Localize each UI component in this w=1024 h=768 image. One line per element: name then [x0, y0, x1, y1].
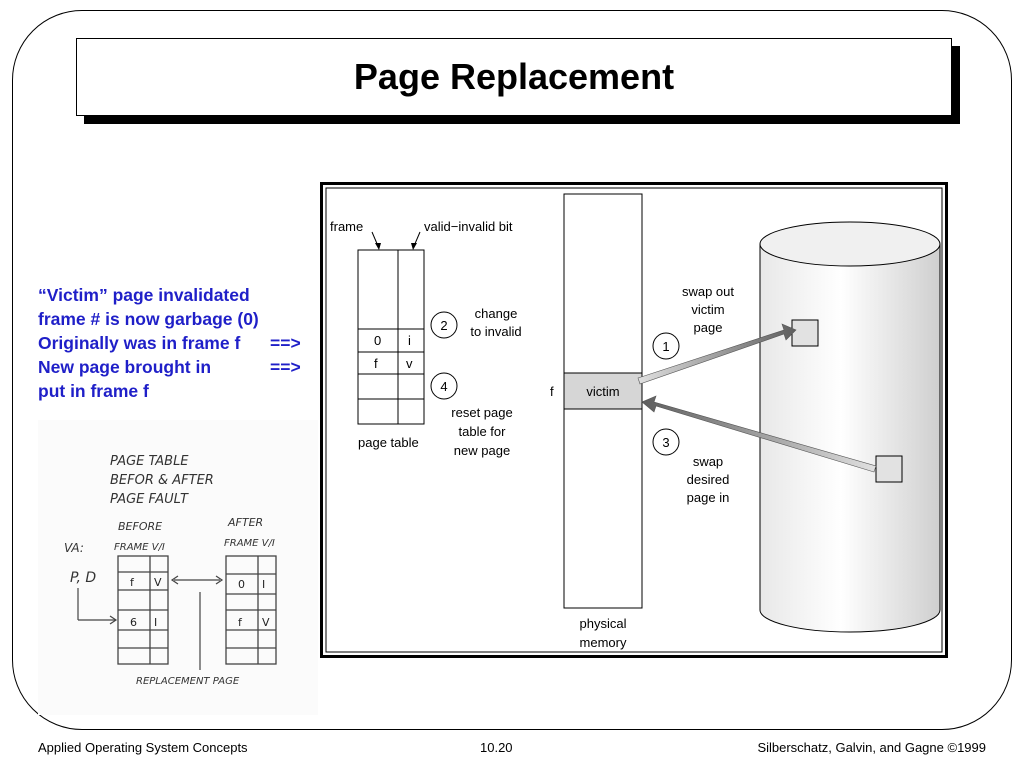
sketch-pd-label: P, D	[70, 570, 96, 586]
note-line-1: “Victim” page invalidated	[38, 285, 250, 305]
note-line-3: Originally was in frame f ==>	[38, 331, 328, 355]
pt-row1-frame: 0	[374, 333, 381, 348]
step-3-text-1: swap	[693, 454, 723, 469]
sketch-before-label: BEFORE	[118, 520, 162, 533]
note-line-4-text: New page brought in	[38, 357, 212, 377]
sketch-after-table	[225, 555, 277, 665]
pt-row2-bit: v	[406, 356, 413, 371]
sketch-background	[38, 420, 318, 715]
victim-label: victim	[586, 384, 619, 399]
footer-slide-number: 10.20	[480, 740, 513, 755]
physical-memory-label-2: memory	[580, 635, 627, 650]
sketch-after-r2-frame: f	[238, 616, 243, 629]
sketch-before-table	[117, 555, 169, 665]
sketch-after-cols: FRAME V/I	[224, 538, 275, 549]
step-2-circle	[430, 311, 458, 339]
page-replacement-diagram: frame valid−invalid bit 0 i f v page tab…	[320, 182, 948, 658]
sketch-after-r1-frame: 0	[238, 578, 245, 591]
label-valid-invalid: valid−invalid bit	[424, 219, 513, 234]
disk-victim-block	[791, 319, 819, 347]
sketch-va-arrowhead	[109, 615, 118, 625]
sketch-arrowhead-left	[170, 575, 179, 585]
step-4-text-3: new page	[454, 443, 510, 458]
sketch-arrowhead-right	[215, 575, 224, 585]
footer-copyright: Silberschatz, Galvin, and Gagne ©1999	[757, 740, 986, 755]
sketch-after-r1-bit: I	[262, 578, 265, 591]
step-3-number: 3	[662, 435, 669, 450]
frame-f-label: f	[550, 384, 554, 399]
disk-desired-block	[875, 455, 903, 483]
sketch-replacement-label: REPLACEMENT PAGE	[136, 676, 240, 687]
slide-title: Page Replacement	[353, 56, 675, 97]
swap-in-arrow	[641, 395, 877, 473]
step-2-text-1: change	[475, 306, 518, 321]
step-1-text-1: swap out	[682, 284, 734, 299]
sketch-line-2: BEFOR & AFTER	[110, 473, 214, 488]
step-4-text-2: table for	[459, 424, 507, 439]
sketch-before-r1-bit: V	[154, 576, 162, 589]
page-table	[357, 249, 425, 425]
sketch-after-r2-bit: V	[262, 616, 270, 629]
sketch-before-r2-bit: I	[154, 616, 157, 629]
note-line-3-text: Originally was in frame f	[38, 333, 241, 353]
label-frame: frame	[330, 219, 363, 234]
handwritten-sketch: PAGE TABLE BEFOR & AFTER PAGE FAULT BEFO…	[38, 420, 318, 715]
disk-cylinder-top	[759, 221, 941, 267]
step-3-circle	[652, 428, 680, 456]
note-line-5: put in frame f	[38, 381, 149, 401]
step-2-text-2: to invalid	[470, 324, 521, 339]
sketch-after-label: AFTER	[227, 516, 263, 529]
slide-frame	[12, 10, 1012, 730]
sketch-line-3: PAGE FAULT	[110, 492, 189, 507]
sketch-va-label: VA:	[64, 541, 84, 555]
pt-row1-bit: i	[408, 333, 411, 348]
step-1-circle	[652, 332, 680, 360]
frame-pointer-head	[375, 243, 381, 250]
swap-out-arrow	[637, 323, 797, 385]
title-box: Page Replacement	[76, 38, 952, 116]
step-4-circle	[430, 372, 458, 400]
sketch-line-1: PAGE TABLE	[110, 454, 189, 469]
step-4-number: 4	[440, 379, 447, 394]
bit-pointer-head	[411, 243, 417, 250]
note-line-4: New page brought in ==>	[38, 355, 328, 379]
footer-course: Applied Operating System Concepts	[38, 740, 248, 755]
step-4-text-1: reset page	[451, 405, 512, 420]
step-1-text-2: victim	[691, 302, 724, 317]
sketch-before-cols: FRAME V/I	[114, 542, 165, 553]
sketch-before-r2-frame: 6	[130, 616, 137, 629]
step-1-text-3: page	[694, 320, 723, 335]
victim-frame	[563, 372, 643, 410]
diagram-inner-border	[325, 187, 943, 653]
physical-memory-label-1: physical	[580, 616, 627, 631]
step-3-text-3: page in	[687, 490, 730, 505]
step-3-text-2: desired	[687, 472, 730, 487]
page-table-label: page table	[358, 435, 419, 450]
note-line-2: frame # is now garbage (0)	[38, 309, 259, 329]
disk-cylinder-body	[759, 244, 941, 633]
pt-row2-frame: f	[374, 356, 378, 371]
note-arrow-4: ==>	[270, 357, 301, 377]
sketch-before-r1-frame: f	[130, 576, 135, 589]
explanation-notes: “Victim” page invalidated frame # is now…	[38, 283, 328, 403]
step-1-number: 1	[662, 339, 669, 354]
note-arrow-3: ==>	[270, 333, 301, 353]
step-2-number: 2	[440, 318, 447, 333]
